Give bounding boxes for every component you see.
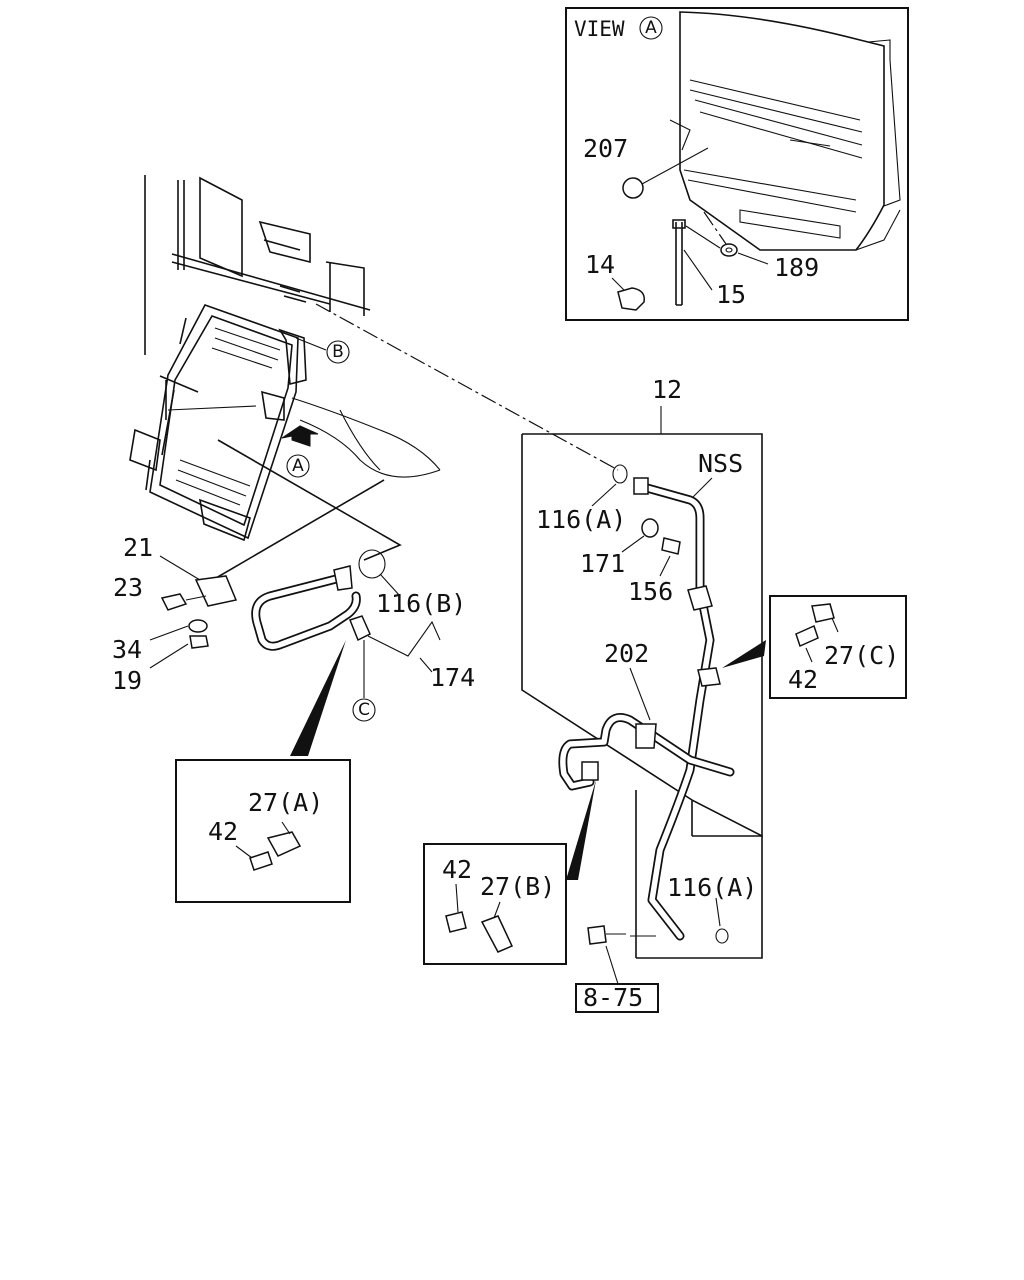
callout-42-a: 42 xyxy=(208,817,238,846)
callout-174: 174 xyxy=(430,663,475,692)
callout-12: 12 xyxy=(652,375,682,404)
cap-207 xyxy=(622,177,644,199)
pointer-detail-c xyxy=(722,640,766,668)
bolt-42-a xyxy=(249,851,273,871)
switch-202 xyxy=(635,723,657,749)
marker-c-circle xyxy=(352,698,376,722)
callout-207: 207 xyxy=(583,134,628,163)
collar-171 xyxy=(641,518,659,538)
callout-202: 202 xyxy=(604,639,649,668)
detail-27c: 27(C) 42 xyxy=(769,595,907,699)
washer-34 xyxy=(188,619,208,633)
leader-to-21 xyxy=(203,479,385,586)
leader-207 xyxy=(641,147,709,185)
detail-27a: 27(A) 42 xyxy=(175,759,351,903)
condenser-assembly: A B xyxy=(129,175,441,542)
marker-b-circle xyxy=(326,340,350,364)
bracket-21 xyxy=(194,575,238,607)
callout-nss: NSS xyxy=(698,449,743,478)
leader-to-116b xyxy=(217,439,402,561)
pointer-detail-b xyxy=(566,780,596,880)
callout-19: 19 xyxy=(112,666,142,695)
view-a-inset: VIEW A 207 15 189 14 xyxy=(565,7,909,321)
callout-156: 156 xyxy=(628,577,673,606)
view-label: VIEW xyxy=(574,17,625,41)
detail-27b-frame xyxy=(423,843,567,965)
callout-116b: 116(B) xyxy=(376,589,466,618)
callout-27a: 27(A) xyxy=(248,788,323,817)
callout-171: 171 xyxy=(580,549,625,578)
callout-34: 34 xyxy=(112,635,142,664)
hose-174: 116(B) 174 C xyxy=(251,549,475,756)
callout-27b: 27(B) xyxy=(480,872,555,901)
nut-19 xyxy=(189,635,209,649)
leader-15 xyxy=(685,225,721,249)
detail-27a-frame xyxy=(175,759,351,903)
clip-27b xyxy=(480,915,514,953)
oring-116a-bottom xyxy=(715,928,729,944)
callout-42-b: 42 xyxy=(442,855,472,884)
callout-27c: 27(C) xyxy=(824,641,899,670)
pipe-group-12: 12 NSS 116(A) 171 156 202 116(A) xyxy=(521,375,766,1013)
oring-116a-top xyxy=(612,464,628,484)
callout-23: 23 xyxy=(113,573,143,602)
detail-27b: 42 27(B) xyxy=(423,843,567,965)
callout-116a-top: 116(A) xyxy=(536,505,626,534)
bracket-group: 21 23 34 19 xyxy=(112,533,238,695)
marker-a-letter: A xyxy=(292,456,304,476)
clip-27c xyxy=(811,603,835,623)
marker-a-circle xyxy=(286,454,310,478)
pointer-detail-a xyxy=(290,640,346,756)
callout-42-c: 42 xyxy=(788,665,818,694)
marker-b-letter: B xyxy=(332,342,344,362)
fitting-156 xyxy=(661,537,681,555)
rod-15 xyxy=(675,222,683,306)
callout-14: 14 xyxy=(585,250,615,279)
truck-cab-drawing xyxy=(669,11,901,251)
leader-189 xyxy=(737,252,769,265)
oring-116b xyxy=(358,549,386,579)
marker-c-letter: C xyxy=(358,700,370,720)
callout-116a-bottom: 116(A) xyxy=(667,873,757,902)
clip-14 xyxy=(617,287,645,311)
callout-15: 15 xyxy=(716,280,746,309)
bolt-8-75 xyxy=(587,925,607,945)
bolt-23 xyxy=(160,593,188,611)
view-marker-circle xyxy=(639,16,663,40)
callout-189: 189 xyxy=(774,253,819,282)
washer-189 xyxy=(720,243,738,257)
callout-21: 21 xyxy=(123,533,153,562)
ref-8-75-frame xyxy=(575,983,659,1013)
detail-27c-frame xyxy=(769,595,907,699)
bolt-42-c xyxy=(795,624,819,648)
view-marker-letter: A xyxy=(645,18,657,38)
ref-8-75: 8-75 xyxy=(583,983,643,1012)
leader-to-116a xyxy=(315,303,619,471)
clip-27a xyxy=(266,831,302,857)
view-a-frame xyxy=(565,7,909,321)
airflow-arrow xyxy=(281,425,319,447)
bolt-42-b xyxy=(445,911,467,933)
